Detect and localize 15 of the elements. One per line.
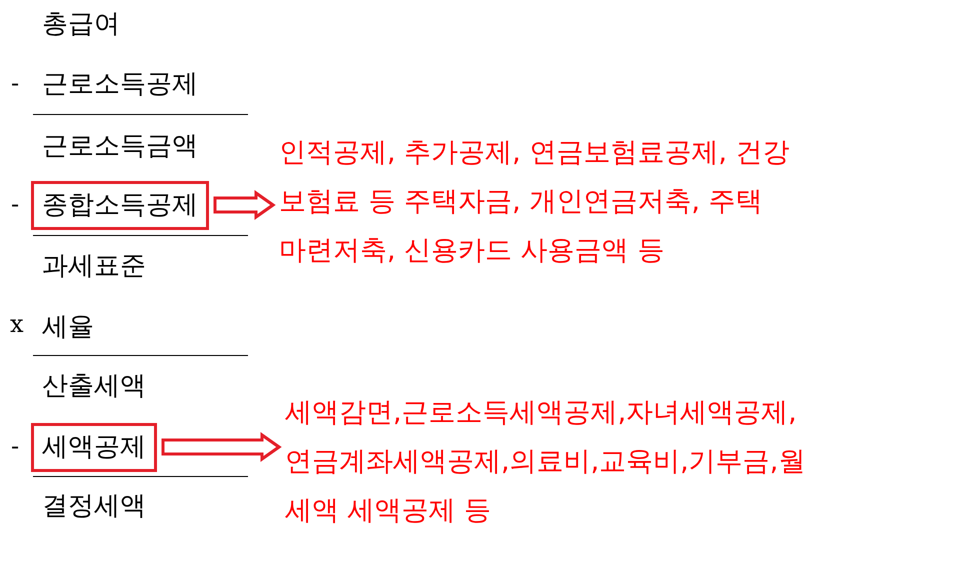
times-sign: x [10,309,24,339]
term-text: 과세표준 [42,246,146,286]
term-text: 총급여 [42,4,120,44]
term-text: 세율 [42,307,94,347]
note-text: 인적공제, 추가공제, 연금보험료공제, 건강 보험료 등 주택자금, 개인연금저축, 주택 마련저축, 신용카드 사용금액 등 [279,128,844,275]
highlight-box: 종합소득공제 [31,180,209,230]
term-text: 결정세액 [42,486,146,526]
term-text: 산출세액 [42,366,146,406]
minus-sign: - [11,189,20,219]
minus-sign: - [11,431,20,461]
term-text: 근로소득공제 [42,64,198,104]
highlight-box: 세액공제 [31,422,157,472]
minus-sign: - [11,68,20,98]
term-text: 근로소득금액 [42,126,198,166]
note-text: 세액감면,근로소득세액공제,자녀세액공제, 연금계좌세액공제,의료비,교육비,기부금,월 세액 세액공제 등 [285,388,850,535]
